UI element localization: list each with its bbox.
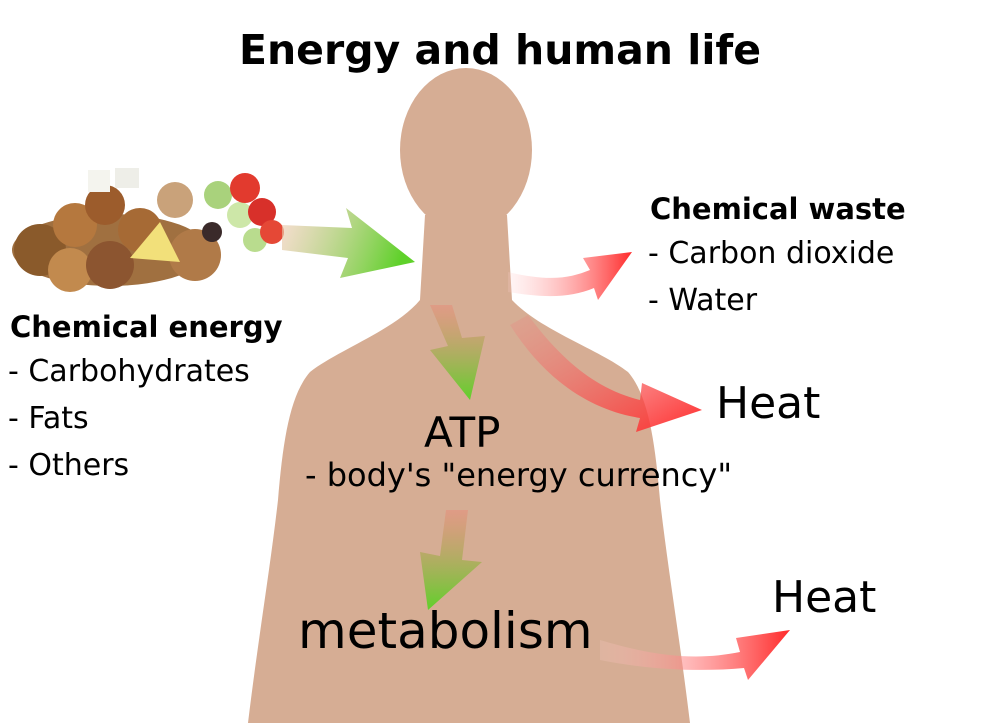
upper-heat-arrow <box>510 315 702 432</box>
torso-shape <box>248 215 690 723</box>
chemical-waste-heading: Chemical waste <box>650 192 906 226</box>
atp-to-metabolism-arrow <box>420 510 482 610</box>
input-item-carbohydrates: - Carbohydrates <box>8 354 250 389</box>
heat-label-upper: Heat <box>716 378 821 429</box>
diagram-title: Energy and human life <box>238 26 762 74</box>
metabolism-label: metabolism <box>298 602 593 660</box>
heat-label-lower: Heat <box>772 572 877 623</box>
body-to-atp-arrow <box>430 305 485 400</box>
food-plate-image <box>12 168 284 292</box>
chemical-energy-heading: Chemical energy <box>10 310 283 344</box>
food-to-body-arrow <box>282 208 415 278</box>
head-shape <box>400 68 532 232</box>
atp-description: - body's "energy currency" <box>305 456 733 494</box>
input-item-others: - Others <box>8 448 130 483</box>
human-silhouette <box>248 68 690 723</box>
waste-item-carbon-dioxide: - Carbon dioxide <box>648 236 895 271</box>
waste-item-water: - Water <box>648 283 758 318</box>
flow-arrows <box>282 208 790 680</box>
lower-heat-arrow <box>600 630 790 680</box>
atp-label: ATP <box>424 408 501 457</box>
chemical-waste-arrow <box>508 252 632 300</box>
input-item-fats: - Fats <box>8 401 89 436</box>
